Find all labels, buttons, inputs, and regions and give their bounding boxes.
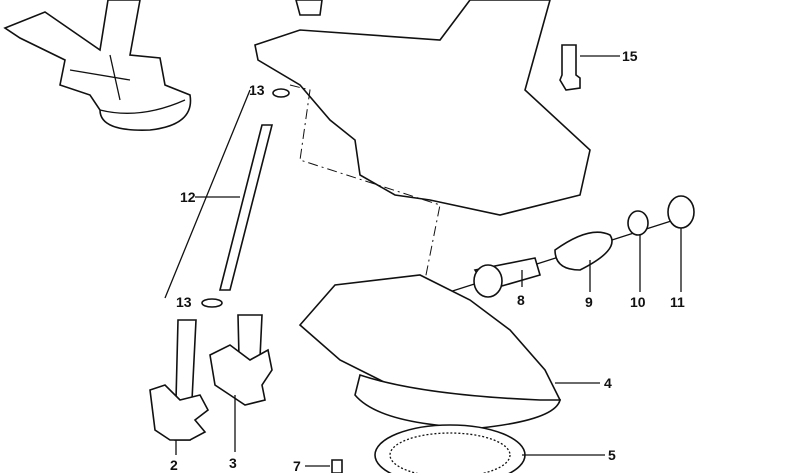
strainer-5	[374, 424, 605, 473]
bolt-7	[305, 459, 343, 473]
gear-3	[209, 314, 273, 452]
callout-7: 7	[293, 458, 301, 473]
bolt-15	[559, 44, 620, 91]
callout-3: 3	[229, 455, 237, 471]
callout-15: 15	[622, 48, 638, 64]
valve-parts	[439, 195, 695, 298]
callout-11: 11	[670, 294, 685, 310]
pump-assembly-overview	[3, 0, 192, 131]
callout-8: 8	[517, 292, 525, 308]
callout-12: 12	[180, 189, 196, 205]
pump-housing-4	[298, 274, 600, 429]
callout-13-bottom: 13	[176, 294, 192, 310]
gear-2	[149, 319, 210, 455]
assembly-line	[289, 84, 441, 331]
engine-block	[254, 0, 591, 216]
callout-9: 9	[585, 294, 593, 310]
drive-shaft-12	[164, 88, 290, 308]
callout-13-top: 13	[249, 82, 265, 98]
callout-10: 10	[630, 294, 646, 310]
callout-5: 5	[608, 447, 616, 463]
callout-4: 4	[604, 375, 612, 391]
callout-2: 2	[170, 457, 178, 473]
